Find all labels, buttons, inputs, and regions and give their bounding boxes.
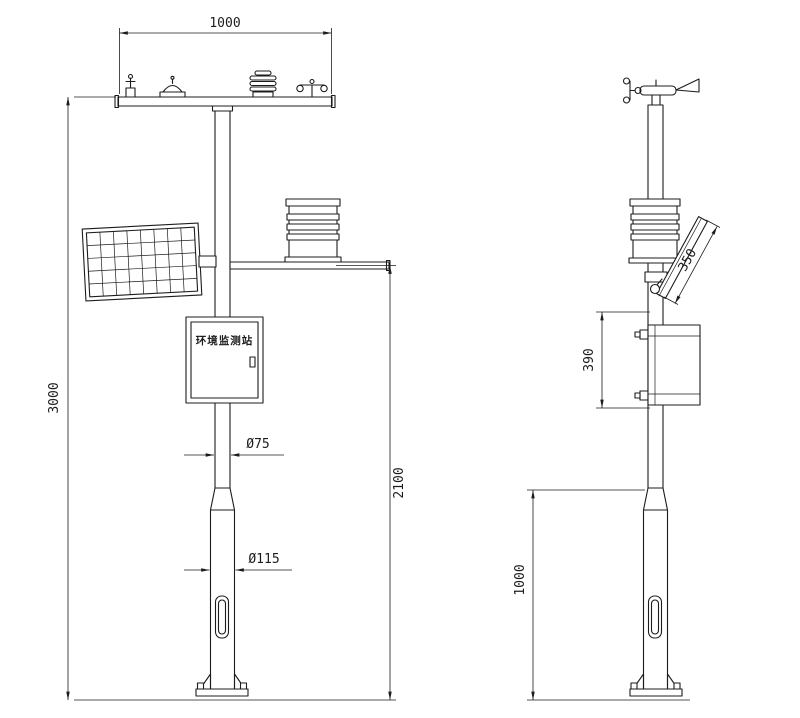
- side-radiation-shield: [628, 198, 682, 264]
- dim-boom-height: 2100: [336, 265, 407, 700]
- dim-top-width: 1000: [119, 16, 332, 94]
- front-antenna-sensor: [125, 73, 136, 98]
- front-view: 环境监测站 1000 3000 2100 Ø75: [47, 16, 407, 701]
- side-handhole: [647, 595, 663, 639]
- dim-cabinet-height: 390: [582, 311, 650, 409]
- front-dome-sensor: [159, 75, 186, 98]
- dim-boom-height-label: 2100: [392, 467, 407, 498]
- side-base: [629, 673, 683, 697]
- front-solar-bracket: [198, 255, 217, 268]
- dim-pole-diameter: Ø75: [184, 437, 284, 457]
- wind-vane-fin: [675, 78, 700, 93]
- front-solar-panel: [81, 222, 217, 302]
- front-wind-cups: [296, 78, 328, 98]
- dim-base-height-label: 1000: [513, 564, 528, 595]
- dim-base-diameter: Ø115: [184, 552, 292, 572]
- front-top-crossarm: [114, 94, 336, 109]
- dim-panel-length-label: 350: [676, 246, 701, 274]
- front-radiation-shield-small: [249, 70, 277, 98]
- side-view: 350 390 1000: [513, 77, 721, 701]
- dim-base-height: 1000: [513, 489, 690, 701]
- dim-total-height: 3000: [47, 96, 396, 701]
- dim-top-width-label: 1000: [209, 16, 240, 31]
- side-control-cabinet: [634, 324, 701, 406]
- side-solar-pivot: [649, 283, 661, 295]
- dim-total-height-label: 3000: [47, 382, 62, 413]
- front-control-cabinet: 环境监测站: [185, 316, 264, 404]
- dim-base-diameter-label: Ø115: [248, 552, 279, 567]
- front-handhole: [214, 595, 230, 639]
- side-wind-sensor: [622, 77, 700, 106]
- dim-pole-diameter-label: Ø75: [246, 437, 269, 452]
- cabinet-label: 环境监测站: [196, 334, 254, 347]
- dim-cabinet-height-label: 390: [582, 348, 597, 371]
- cabinet-lock: [249, 356, 256, 368]
- front-rain-gauge: [284, 198, 342, 263]
- front-base: [195, 673, 249, 697]
